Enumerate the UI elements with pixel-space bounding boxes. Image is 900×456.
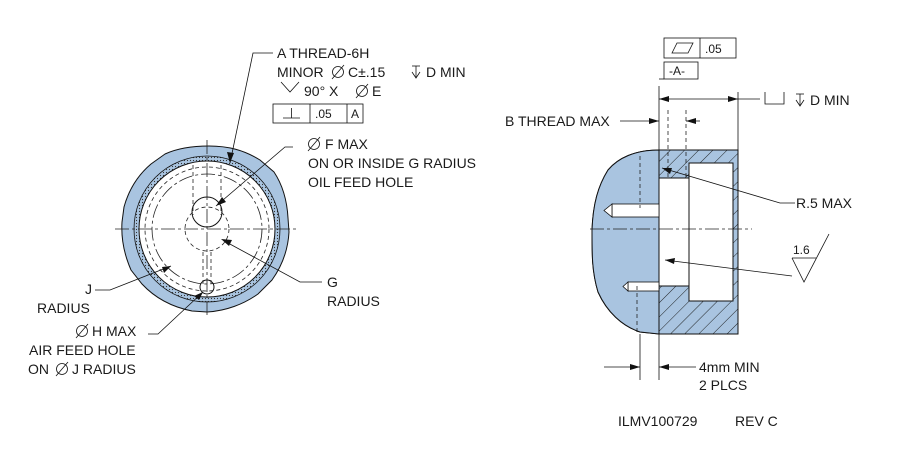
flatness-icon [671,42,694,54]
perpendicularity-icon [283,108,300,119]
b-thread-text: B THREAD MAX [505,113,610,129]
r-max-label: R.5 MAX [661,167,853,211]
drawing-number: ILMV100729 [618,413,698,429]
diameter-icon [331,64,345,80]
g-radius-label: G RADIUS [221,239,380,309]
inner-hidden-circle [184,206,230,252]
flatness-fcf: .05 -A- [659,37,737,80]
datum-box [663,61,699,80]
counterbore-icon [764,92,785,105]
f-max: F MAX [325,136,368,152]
diameter-icon [55,361,69,377]
surface-finish-value: 1.6 [793,243,810,257]
h-note: H MAX AIR FEED HOLE ON J RADIUS [28,291,204,377]
counterbore [688,162,734,302]
air-hole [627,281,660,292]
h-max: H MAX [92,323,137,339]
front-view [115,140,297,318]
countersink-angle: 90° X [304,83,339,99]
diameter-icon [355,83,369,99]
flatness-tolerance: .05 [705,42,722,56]
perpendicularity-fcf: .05 A [272,103,364,124]
depth-icon [795,93,805,107]
min-wall-text: 4mm MIN [699,359,760,375]
countersink-icon [280,81,300,93]
title-block: ILMV100729 REV C [618,413,778,429]
thread-bore [658,177,690,287]
j-radius-label: J RADIUS [37,265,172,316]
minor-depth: D MIN [426,64,466,80]
diameter-icon [307,136,321,152]
h-location: J RADIUS [72,361,136,377]
g-letter: G [327,274,338,290]
thread-callout: A THREAD-6H MINOR C±.15 D MIN 90° X E [227,45,466,164]
oil-hole [611,203,660,218]
h-purpose: AIR FEED HOLE [29,342,136,358]
diameter-icon [75,323,89,339]
hidden-bore-circle [144,166,270,292]
f-purpose: OIL FEED HOLE [308,174,413,190]
j-letter: J [85,281,92,297]
min-wall-dimension: 4mm MIN 2 PLCS [604,359,760,393]
f-location: ON OR INSIDE G RADIUS [308,155,476,171]
cbore-depth-text: D MIN [810,92,850,108]
thread-spec: A THREAD-6H [277,45,369,61]
minor-label: MINOR [277,64,324,80]
perp-tolerance: .05 [315,107,332,121]
b-thread-label: B THREAD MAX [505,113,700,129]
min-wall-count: 2 PLCS [699,377,747,393]
section-front [591,149,660,335]
datum-label: -A- [669,64,685,78]
j-radius-text: RADIUS [37,300,90,316]
countersink-diameter: E [372,83,381,99]
surface-finish-symbol: 1.6 [664,233,830,283]
revision-label: REV C [735,413,778,429]
r-max-text: R.5 MAX [796,195,853,211]
perp-datum: A [351,107,359,121]
section-view [590,86,752,380]
cbore-depth-dimension: D MIN [659,92,850,108]
depth-icon [411,65,421,79]
g-radius-text: RADIUS [327,293,380,309]
minor-tolerance: C±.15 [348,64,385,80]
h-on: ON [28,361,49,377]
f-note: F MAX ON OR INSIDE G RADIUS OIL FEED HOL… [215,136,476,207]
